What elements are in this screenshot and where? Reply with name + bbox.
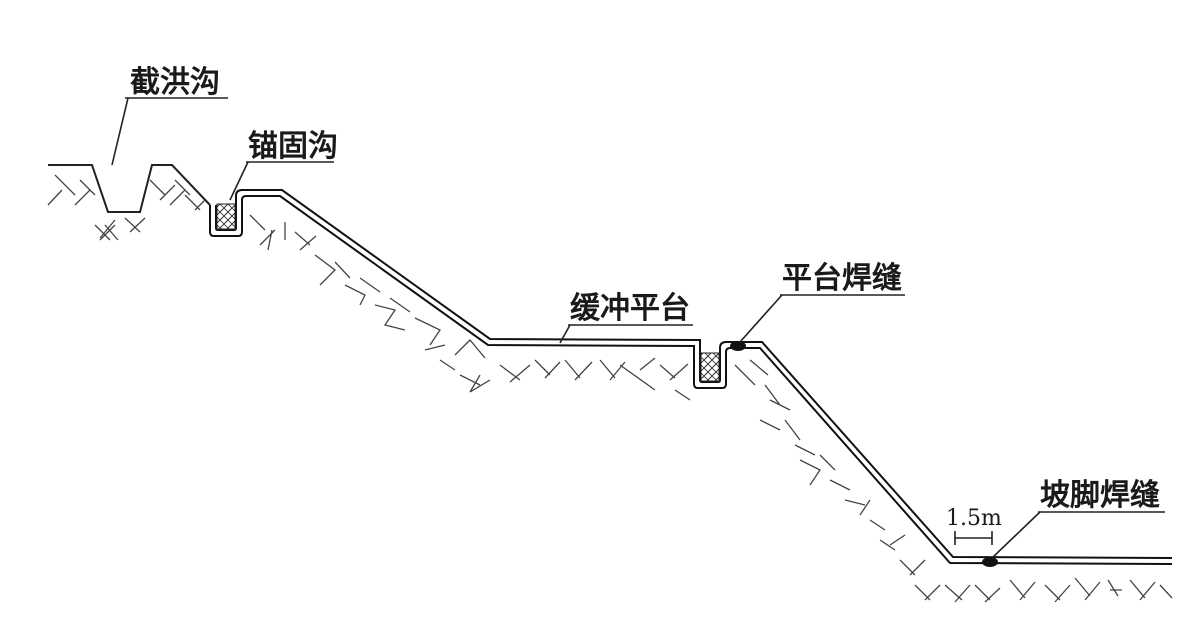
platform-weld-label: 平台焊缝 xyxy=(782,261,902,296)
toe-weld-label: 坡脚焊缝 xyxy=(1040,478,1160,513)
toe-weld-leader xyxy=(991,511,1041,559)
anchor-trench-fill-platform xyxy=(700,352,720,382)
intercepting-ditch-leader xyxy=(111,97,129,166)
membrane-liner xyxy=(209,189,1173,565)
platform-weld-mark xyxy=(730,341,746,351)
soil-hatching xyxy=(47,174,1173,603)
buffer-platform-leader xyxy=(559,324,571,344)
buffer-platform-label: 缓冲平台 xyxy=(570,291,690,326)
intercepting-ditch-label: 截洪沟 xyxy=(130,65,220,100)
anchor-trench-label: 锚固沟 xyxy=(248,129,338,164)
toe-weld-mark xyxy=(982,557,998,567)
anchor-trench-fill-top xyxy=(216,203,236,230)
dimension-marker xyxy=(954,531,993,545)
ground-surface-line xyxy=(48,164,211,213)
anchor-trench-leader xyxy=(229,161,249,201)
platform-weld-leader xyxy=(739,294,783,343)
dimension-label: 1.5m xyxy=(946,506,1002,531)
